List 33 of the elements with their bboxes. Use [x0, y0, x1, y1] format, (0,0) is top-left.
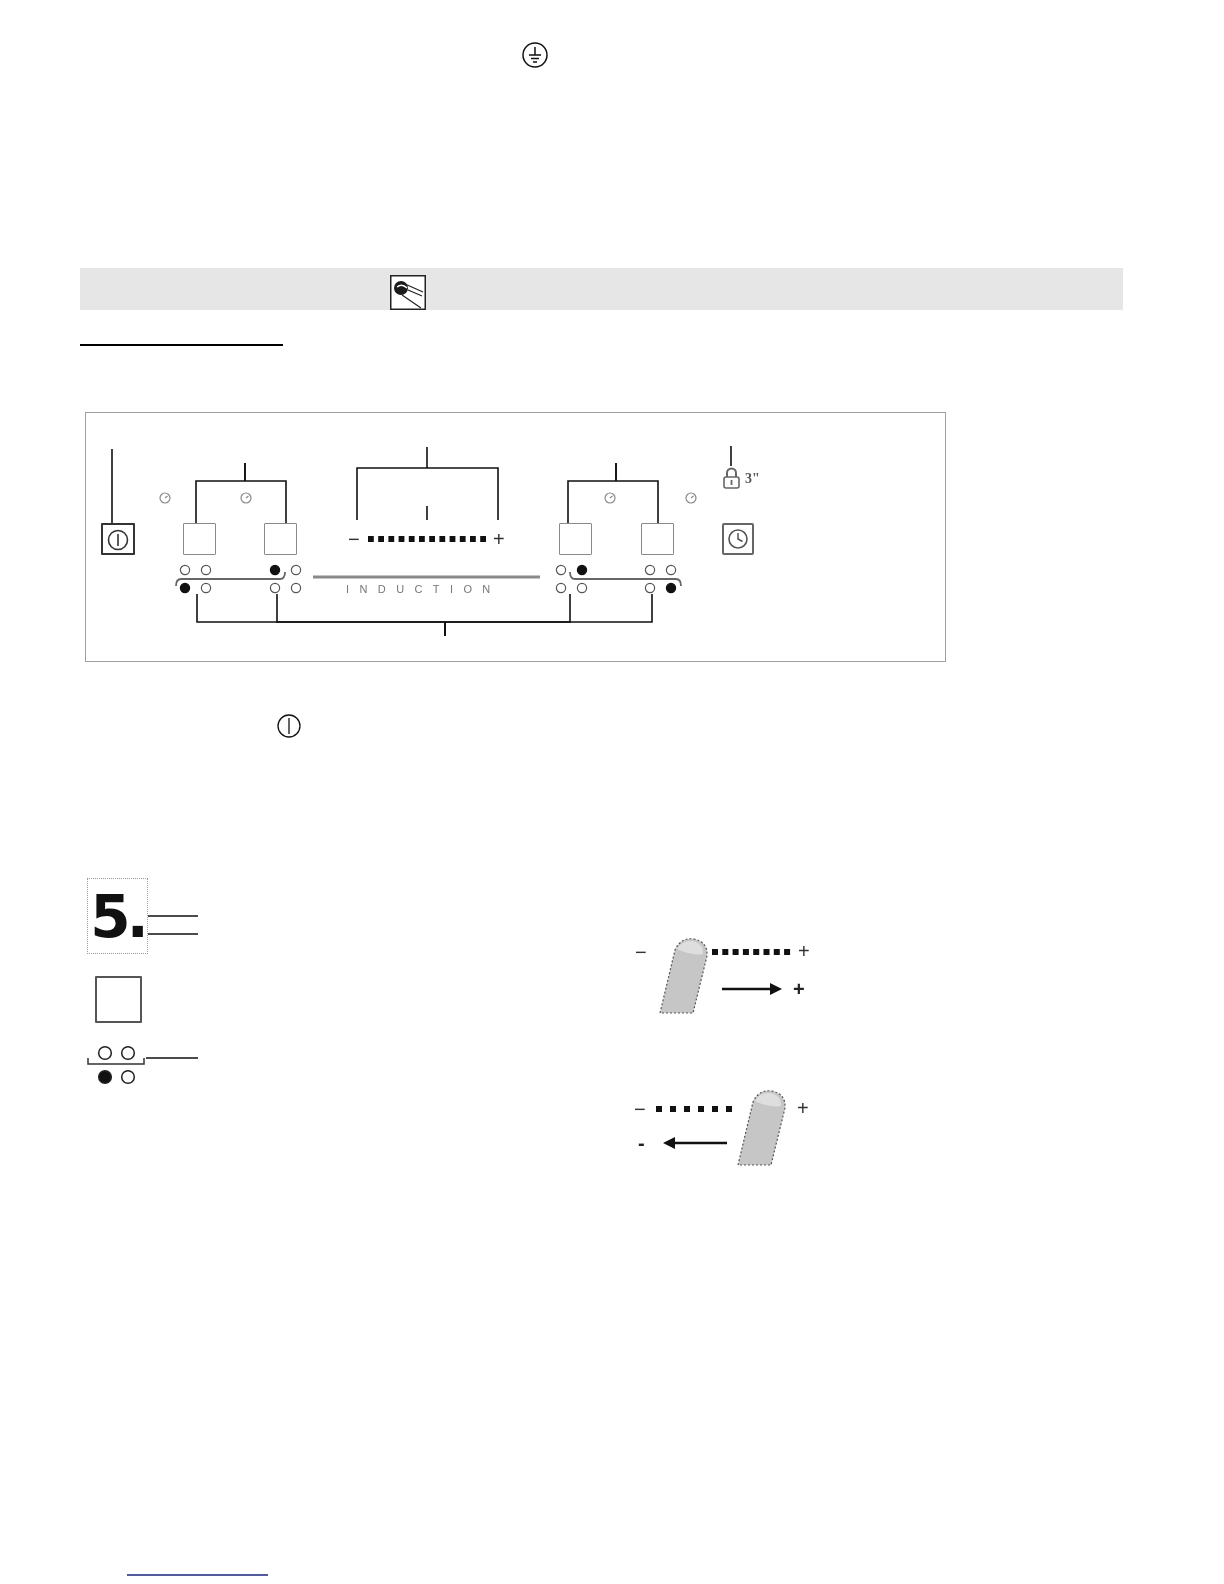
lock-icon — [722, 466, 741, 489]
scale-minus-label: − — [634, 1099, 646, 1119]
leader-line — [244, 462, 287, 524]
zone-key — [641, 523, 674, 555]
zone-indicator-drawing — [179, 564, 213, 594]
key-symbol — [95, 976, 142, 1023]
zone-indicator-drawing — [269, 564, 303, 594]
leader-line — [147, 915, 199, 917]
leader-line — [356, 446, 499, 521]
zone-indicator-drawing — [555, 564, 589, 594]
increase-sign-label: + — [793, 979, 805, 999]
leader-line — [426, 505, 428, 521]
zone-key — [183, 523, 216, 555]
zone-key — [264, 523, 297, 555]
decrease-sign-label: - — [638, 1133, 645, 1153]
scale-minus-label: − — [635, 942, 647, 962]
scale-plus-label: + — [798, 941, 810, 961]
induction-label: INDUCTION — [346, 584, 501, 595]
leader-line — [111, 448, 113, 524]
slider-plus-label: + — [493, 529, 505, 549]
zone-key — [559, 523, 592, 555]
hold-time-label: 3" — [745, 472, 760, 486]
leader-line — [615, 462, 659, 524]
zone-indicator-drawing — [644, 564, 678, 594]
leader-line — [730, 445, 732, 467]
leader-line — [145, 1057, 199, 1059]
leader-line — [147, 933, 199, 935]
slider-minus-label: − — [348, 529, 360, 549]
power-key — [101, 523, 135, 555]
leader-line — [444, 593, 653, 637]
indicator-symbol-drawing — [86, 1045, 146, 1085]
digit-display: 5. — [87, 878, 148, 954]
scale-plus-label: + — [797, 1098, 809, 1118]
